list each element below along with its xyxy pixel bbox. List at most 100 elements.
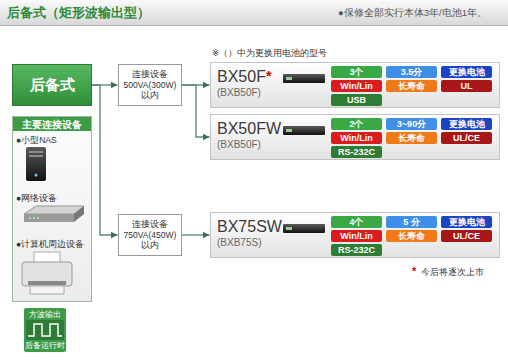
spec-tag: UL/CE	[441, 230, 492, 242]
router-side	[74, 206, 84, 222]
spec-tag: Win/Lin	[331, 80, 382, 92]
capacity-box: 连接设备 500VA(300W) 以内	[118, 64, 182, 106]
spec-tag: 更换电池	[441, 118, 492, 130]
spec-tag-label: 长寿命	[398, 80, 425, 92]
model-name: BX50F	[217, 68, 266, 85]
note-label: 今后将逐次上市	[421, 267, 484, 278]
spec-tag: Win/Lin	[331, 230, 382, 242]
spec-tag-label: 更换电池	[449, 118, 485, 130]
header-bar	[0, 0, 508, 25]
ups-device	[283, 224, 325, 233]
spec-tag-label: 3~90分	[397, 118, 426, 130]
nas-slot	[29, 155, 43, 157]
spec-tag: UL	[441, 80, 492, 92]
nas-body	[26, 147, 46, 181]
spec-tag: 3.5分	[386, 66, 437, 78]
box-label: 后备式	[30, 76, 75, 95]
ups-panel	[286, 227, 292, 230]
connector-arrow	[182, 85, 210, 137]
spec-tag: 长寿命	[386, 230, 437, 242]
ups-device	[283, 126, 325, 135]
asterisk-mark: *	[266, 68, 271, 84]
product-box: BX50FW(BXB50F)2个3~90分更换电池Win/Lin长寿命UL/CE…	[210, 114, 500, 160]
spec-tag-label: USB	[347, 94, 366, 106]
spec-tag-label: Win/Lin	[340, 230, 372, 242]
capacity-box: 连接设备 750VA(450W) 以内	[118, 214, 182, 256]
box-label: 连接设备 500VA(300W) 以内	[121, 69, 179, 101]
spec-tag-label: 长寿命	[398, 230, 425, 242]
note-label: ※（）中为更换用电池的型号	[212, 48, 327, 58]
spec-tag-label: RS-232C	[338, 146, 375, 158]
product-box: BX50F*(BXB50F)3个3.5分更换电池Win/Lin长寿命ULUSB	[210, 62, 500, 108]
icon-band	[26, 320, 64, 340]
router-front	[24, 214, 74, 222]
spec-tag-label: 2个	[349, 118, 363, 130]
device-item: ●小型NAS	[13, 135, 91, 146]
icon-ground	[24, 308, 66, 352]
device-item: ●网络设备	[13, 193, 91, 204]
spec-tag: 3个	[331, 66, 382, 78]
icon-label: 方波输出	[29, 310, 61, 319]
spec-tag: 5 分	[386, 216, 437, 228]
printer-tray	[30, 286, 64, 294]
connector-arrow	[92, 85, 118, 235]
ups-body	[283, 126, 325, 135]
spec-tag: RS-232C	[331, 244, 382, 256]
model-name: BX75SW	[217, 218, 282, 235]
product-ground	[211, 63, 500, 108]
ups-body	[283, 224, 325, 233]
spec-tag-label: RS-232C	[338, 244, 375, 256]
printer-body	[22, 262, 72, 286]
device-panel: 主要连接设备 ●小型NAS ●网络设备 ●计算机周边设备	[12, 116, 92, 302]
panel-heading: 主要连接设备	[13, 117, 91, 132]
spec-tag: Win/Lin	[331, 132, 382, 144]
spec-tag: 长寿命	[386, 80, 437, 92]
router-led	[33, 217, 35, 219]
note-label: *	[412, 265, 416, 278]
spec-tag-label: UL/CE	[453, 230, 480, 242]
spec-tag: 2个	[331, 118, 382, 130]
device-item: ●计算机周边设备	[13, 239, 91, 250]
icon-label: 后备运行时	[25, 341, 65, 350]
printer-slot	[28, 281, 66, 285]
square-wave-icon	[24, 308, 66, 352]
category-box: 后备式	[12, 64, 92, 106]
model-name: BX50FW	[217, 120, 281, 137]
nas-led	[35, 174, 38, 177]
spec-tag-label: 5 分	[403, 216, 420, 228]
ups-panel	[286, 129, 292, 132]
spec-tag: 3~90分	[386, 118, 437, 130]
page-title: 后备式（矩形波输出型）	[7, 4, 150, 22]
nas-slot	[29, 151, 43, 153]
panel-band	[12, 116, 92, 131]
ups-body	[283, 74, 325, 83]
spec-tag-label: 3个	[349, 66, 363, 78]
spec-tag: 更换电池	[441, 216, 492, 228]
box-label: 连接设备 750VA(450W) 以内	[121, 219, 179, 251]
panel-ground	[13, 117, 92, 302]
spec-tag-label: 3.5分	[401, 66, 423, 78]
spec-tag: USB	[331, 94, 382, 106]
spec-tag-label: UL	[461, 80, 473, 92]
product-ground	[211, 213, 500, 258]
nas-illustration	[26, 147, 46, 181]
spec-tag-label: 更换电池	[449, 66, 485, 78]
spec-tag-label: 更换电池	[449, 216, 485, 228]
router-top	[24, 206, 84, 214]
spec-tag: 4个	[331, 216, 382, 228]
note-label: ●保修全部实行本体3年/电池1年。	[338, 7, 487, 18]
spec-tag: UL/CE	[441, 132, 492, 144]
ups-panel	[286, 77, 292, 80]
ups-device	[283, 74, 325, 83]
product-ground	[211, 115, 500, 160]
router-led	[29, 217, 31, 219]
spec-tag: 更换电池	[441, 66, 492, 78]
spec-tag: RS-232C	[331, 146, 382, 158]
spec-tag-label: 长寿命	[398, 132, 425, 144]
spec-tag-label: 4个	[349, 216, 363, 228]
header-rule	[0, 25, 508, 26]
spec-tag-label: UL/CE	[453, 132, 480, 144]
connector-arrow	[182, 234, 210, 235]
spec-tag-label: Win/Lin	[340, 132, 372, 144]
